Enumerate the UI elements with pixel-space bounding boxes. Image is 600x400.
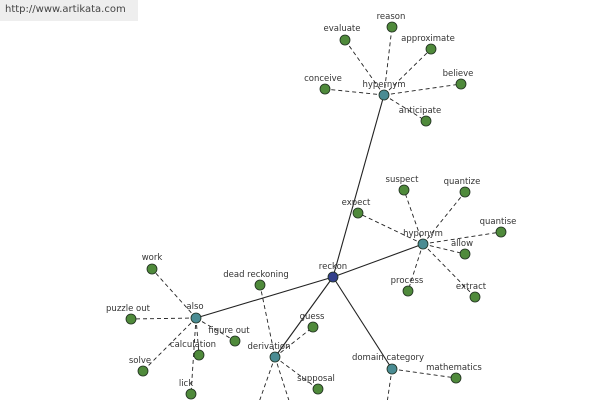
- edge-hyponym-expect: [357, 212, 424, 245]
- label-evaluate: evaluate: [324, 24, 361, 34]
- label-quantise: quantise: [480, 217, 517, 227]
- node-work[interactable]: [146, 263, 158, 275]
- graph-edges: [130, 26, 502, 400]
- edge-reckon-hypernym: [332, 94, 385, 278]
- node-hyponym[interactable]: [417, 238, 429, 250]
- label-process: process: [391, 276, 424, 286]
- node-approximate[interactable]: [425, 43, 437, 55]
- label-expect: expect: [342, 198, 371, 208]
- watermark-box: http://www.artikata.com: [0, 0, 138, 21]
- node-solve[interactable]: [137, 365, 149, 377]
- edge-also-solve: [142, 317, 197, 372]
- graph-labels: evaluate reason approximate conceive believe…: [106, 12, 516, 389]
- edge-derivation-dead-reckoning: [259, 284, 276, 358]
- edge-domain-category-mathematics: [391, 368, 457, 379]
- edge-derivation-supposal: [274, 356, 319, 390]
- node-also[interactable]: [190, 312, 202, 324]
- node-calculation[interactable]: [193, 349, 205, 361]
- node-quantize[interactable]: [459, 186, 471, 198]
- label-suspect: suspect: [386, 175, 420, 185]
- edge-also-calculation: [195, 317, 200, 356]
- node-mathematics[interactable]: [450, 372, 462, 384]
- node-supposal[interactable]: [312, 383, 324, 395]
- label-puzzle-out: puzzle out: [106, 304, 151, 314]
- edge-reckon-also: [195, 276, 334, 319]
- label-work: work: [142, 253, 163, 263]
- label-quantize: quantize: [444, 177, 481, 187]
- label-reason: reason: [377, 12, 406, 22]
- label-conceive: conceive: [304, 74, 342, 84]
- label-approximate: approximate: [401, 34, 455, 44]
- edge-also-figure-out: [195, 317, 236, 342]
- node-lick[interactable]: [185, 388, 197, 400]
- watermark-url: http://www.artikata.com: [5, 4, 126, 15]
- node-believe[interactable]: [455, 78, 467, 90]
- label-figure-out: figure out: [208, 326, 250, 336]
- edge-hyponym-extract: [422, 243, 476, 298]
- edge-also-work: [151, 268, 197, 319]
- label-hyponym: hyponym: [403, 229, 443, 239]
- label-supposal: supposal: [297, 374, 335, 384]
- label-derivation: derivation: [247, 342, 290, 352]
- node-expect[interactable]: [352, 207, 364, 219]
- label-extract: extract: [456, 282, 487, 292]
- node-dead-reckoning[interactable]: [254, 279, 266, 291]
- node-evaluate[interactable]: [339, 34, 351, 46]
- edge-derivation-guess: [274, 326, 314, 358]
- edge-hyponym-quantise: [422, 231, 502, 245]
- edge-also-lick: [190, 317, 197, 395]
- edge-hypernym-conceive: [324, 88, 385, 96]
- label-lick: lick: [179, 379, 193, 389]
- label-believe: believe: [443, 69, 474, 79]
- edge-hypernym-approximate: [383, 48, 432, 96]
- edge-hyponym-process: [407, 243, 424, 292]
- node-reason[interactable]: [386, 21, 398, 33]
- node-quantise[interactable]: [495, 226, 507, 238]
- edge-hyponym-suspect: [403, 189, 424, 245]
- label-calculation: calculation: [170, 340, 216, 350]
- label-dead-reckoning: dead reckoning: [223, 270, 289, 280]
- edge-hypernym-reason: [383, 26, 393, 96]
- edge-also-puzzle-out: [130, 317, 197, 320]
- edge-offscreen-1: [274, 356, 290, 400]
- node-suspect[interactable]: [398, 184, 410, 196]
- node-figure-out[interactable]: [229, 335, 241, 347]
- node-conceive[interactable]: [319, 83, 331, 95]
- node-derivation[interactable]: [269, 351, 281, 363]
- edge-hypernym-anticipate: [383, 94, 427, 122]
- node-reckon[interactable]: [327, 271, 339, 283]
- node-hypernym[interactable]: [378, 89, 390, 101]
- label-allow: allow: [451, 239, 473, 249]
- label-domain-category: domain category: [352, 353, 424, 363]
- node-allow[interactable]: [459, 248, 471, 260]
- edge-hypernym-evaluate: [344, 39, 385, 96]
- edge-reckon-hyponym: [332, 243, 424, 278]
- label-anticipate: anticipate: [399, 106, 442, 116]
- node-extract[interactable]: [469, 291, 481, 303]
- node-domain-category[interactable]: [386, 363, 398, 375]
- edge-hypernym-believe: [383, 83, 462, 96]
- label-hypernym: hypernym: [362, 80, 405, 90]
- node-guess[interactable]: [307, 321, 319, 333]
- label-also: also: [186, 302, 203, 312]
- label-guess: guess: [300, 312, 325, 322]
- label-solve: solve: [129, 356, 151, 366]
- edge-hyponym-allow: [422, 243, 466, 255]
- node-process[interactable]: [402, 285, 414, 297]
- edge-reckon-domain-category: [332, 276, 393, 370]
- node-puzzle-out[interactable]: [125, 313, 137, 325]
- edge-offscreen-0: [259, 356, 276, 400]
- edge-reckon-derivation: [274, 276, 334, 358]
- label-mathematics: mathematics: [426, 363, 482, 373]
- graph-nodes: [125, 21, 507, 400]
- label-reckon: reckon: [319, 262, 347, 272]
- node-anticipate[interactable]: [420, 115, 432, 127]
